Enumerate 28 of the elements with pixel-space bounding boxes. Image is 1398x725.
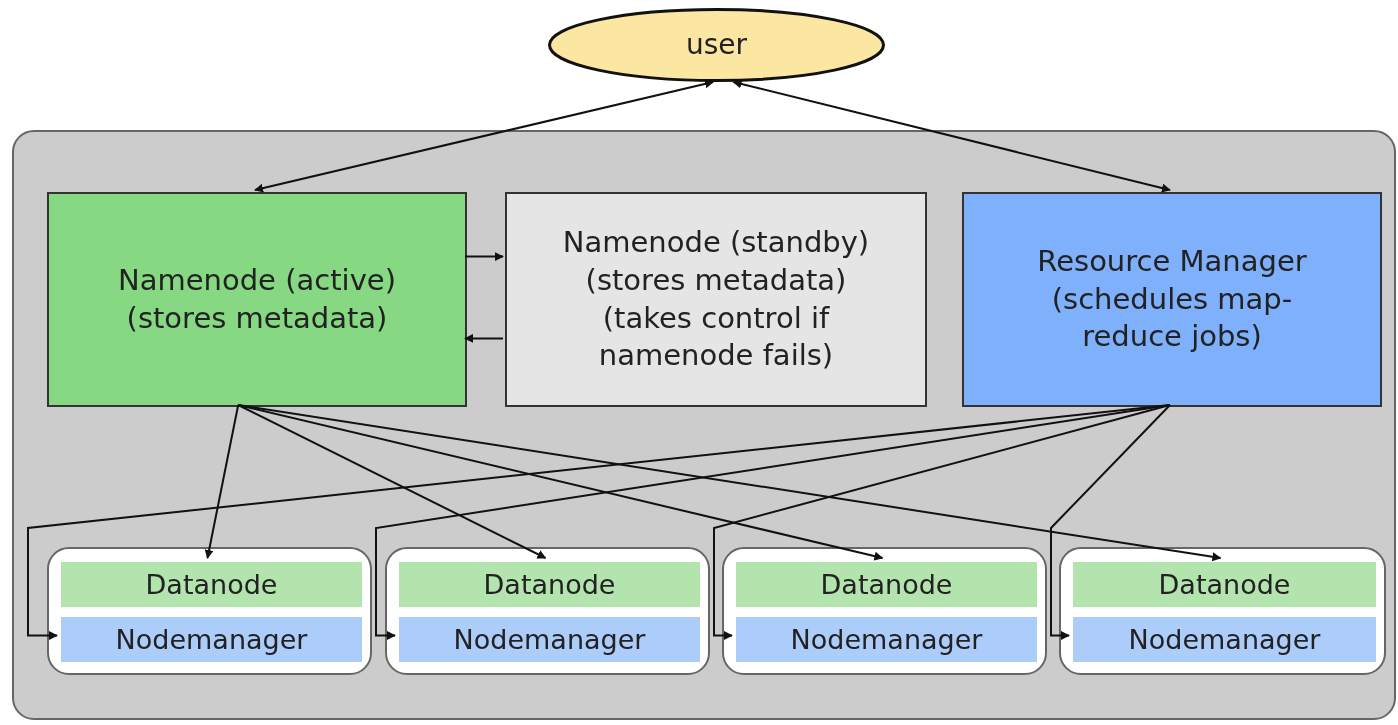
arrow	[204, 404, 240, 559]
server-card	[722, 547, 1047, 675]
arrow	[464, 252, 504, 262]
service-band: Datanode	[736, 562, 1037, 607]
service-band: Datanode	[399, 562, 700, 607]
arrow	[237, 404, 547, 559]
server-card	[47, 547, 372, 675]
arrow	[237, 404, 884, 561]
arrow	[732, 79, 1171, 193]
service-band: Nodemanager	[399, 617, 700, 662]
service-band: Nodemanager	[736, 617, 1037, 662]
service-band: Datanode	[1073, 562, 1376, 607]
arrow	[375, 404, 1171, 640]
arrow	[237, 404, 1222, 562]
process-box: Resource Manager (schedules map-reduce jobs)	[962, 192, 1382, 407]
arrow	[1050, 404, 1171, 640]
service-band: Datanode	[61, 562, 362, 607]
server-card	[1059, 547, 1386, 675]
arrow	[254, 79, 715, 193]
process-box: Namenode (active) (stores metadata)	[47, 192, 467, 407]
arrow	[713, 404, 1171, 640]
actor-ellipse: user	[548, 8, 885, 82]
arrow	[464, 333, 504, 343]
cluster-panel	[12, 130, 1396, 720]
service-band: Nodemanager	[61, 617, 362, 662]
server-card	[385, 547, 710, 675]
process-box: Namenode (standby) (stores metadata) (takes control if namenode fails)	[505, 192, 927, 407]
service-band: Nodemanager	[1073, 617, 1376, 662]
